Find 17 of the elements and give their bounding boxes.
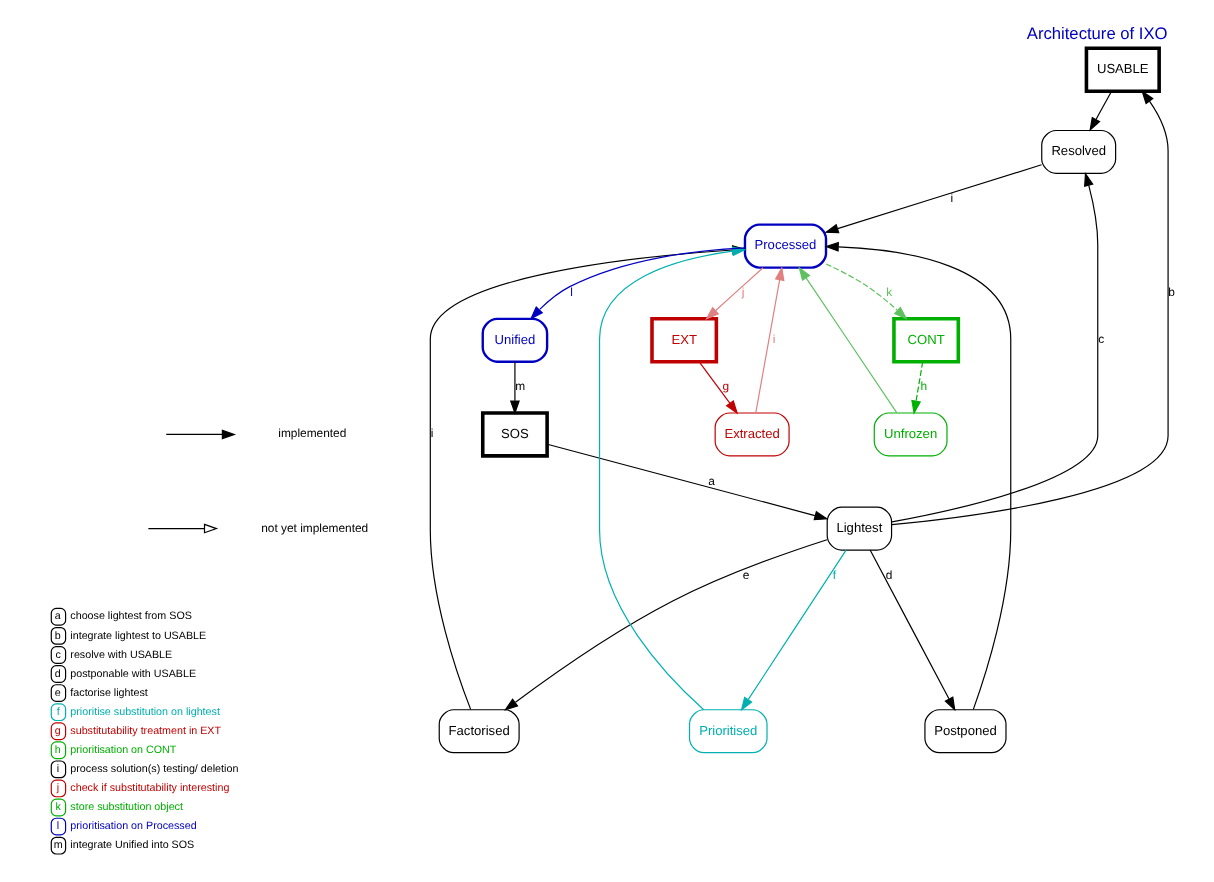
arrow <box>1089 90 1113 132</box>
arrow <box>911 361 924 415</box>
arrow <box>824 164 1043 234</box>
arrow <box>798 266 898 414</box>
arrow <box>891 90 1169 526</box>
arrow <box>504 539 828 711</box>
arrow <box>698 361 739 415</box>
arrow <box>869 549 956 712</box>
arrow <box>509 361 520 415</box>
arrow <box>546 443 829 521</box>
arrow <box>825 263 908 320</box>
arrow <box>824 241 1012 710</box>
arrow <box>755 266 785 414</box>
arrow <box>891 171 1099 523</box>
arrow <box>705 267 764 320</box>
arrow <box>740 549 847 712</box>
diagram-title: Architecture of IXO <box>1026 22 1168 43</box>
